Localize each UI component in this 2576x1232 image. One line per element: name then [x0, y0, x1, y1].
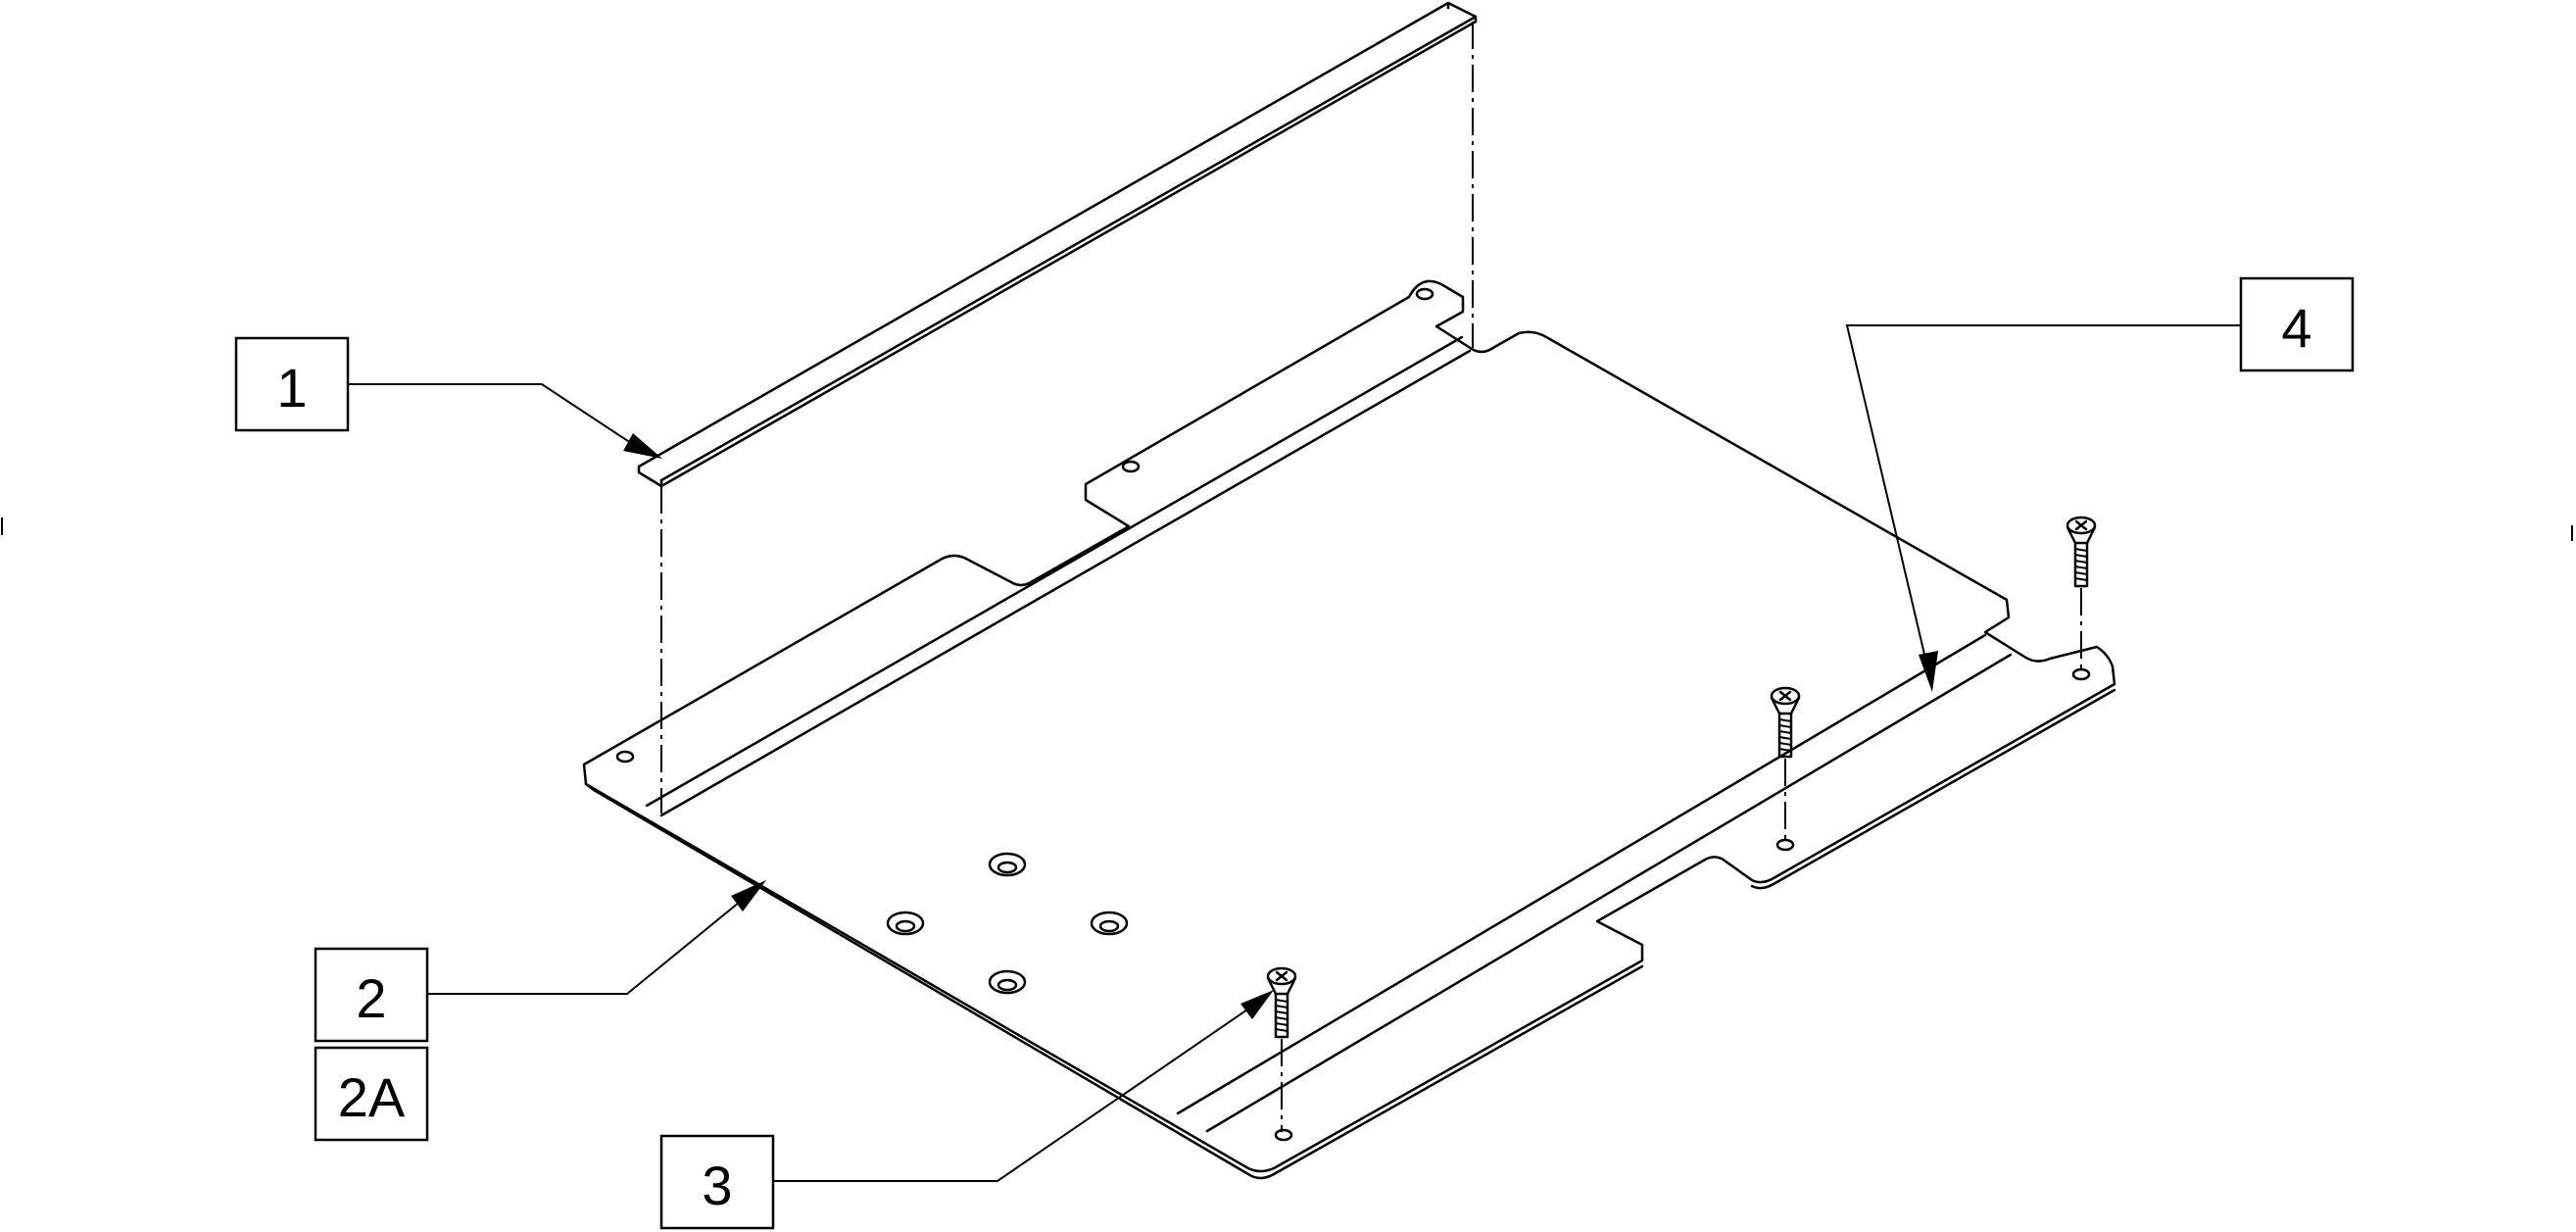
screw-icon — [1266, 966, 1297, 1039]
part-2-base-plate — [582, 279, 2116, 1180]
countersunk-holes — [886, 852, 1129, 995]
callout-1-label: 1 — [276, 357, 307, 419]
callout-1: 1 — [234, 336, 350, 432]
part-3-screws — [1266, 516, 2097, 1132]
callout-2-label: 2 — [356, 967, 386, 1029]
screw-icon — [1770, 686, 1801, 759]
callout-3-label: 3 — [702, 1155, 732, 1216]
callout-2: 2 — [314, 947, 429, 1043]
callout-4: 4 — [2239, 276, 2355, 372]
callout-4-label: 4 — [2281, 297, 2311, 359]
screw-icon — [2066, 516, 2097, 588]
part-1-back-panel — [637, 1, 1478, 813]
callout-2a: 2A — [314, 1046, 429, 1142]
callout-3: 3 — [659, 1134, 775, 1230]
callout-2a-label: 2A — [338, 1066, 406, 1128]
leader-lines — [348, 324, 2241, 1182]
